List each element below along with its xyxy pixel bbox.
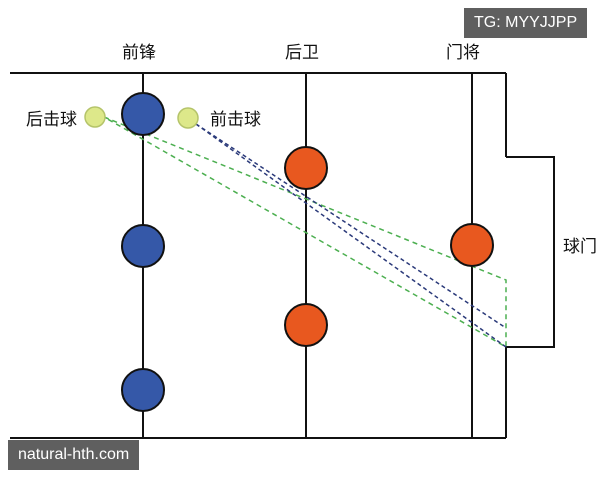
forward-label: 前锋 <box>122 43 156 63</box>
front-shot-label: 前击球 <box>210 110 261 130</box>
front-shot-trajectory-upper <box>195 123 507 329</box>
back-shot-trajectory <box>103 116 507 349</box>
defender-label: 后卫 <box>285 43 319 63</box>
forward-player-1 <box>121 92 165 136</box>
front-shot-trajectory-lower <box>195 123 507 348</box>
goal-label: 球门 <box>563 237 597 257</box>
forward-player-3 <box>121 368 165 412</box>
back-shot-ball <box>84 106 106 128</box>
goal-box <box>506 156 555 348</box>
watermark-top-right: TG: MYYJJPP <box>464 8 588 38</box>
goalie-label: 门将 <box>446 43 480 63</box>
forward-player-2 <box>121 224 165 268</box>
back-shot-label: 后击球 <box>26 110 77 130</box>
watermark-bottom-left: natural-hth.com <box>8 440 140 470</box>
defender-player-1 <box>284 146 328 190</box>
defender-player-2 <box>284 303 328 347</box>
goalie-player <box>450 223 494 267</box>
front-shot-ball <box>177 107 199 129</box>
